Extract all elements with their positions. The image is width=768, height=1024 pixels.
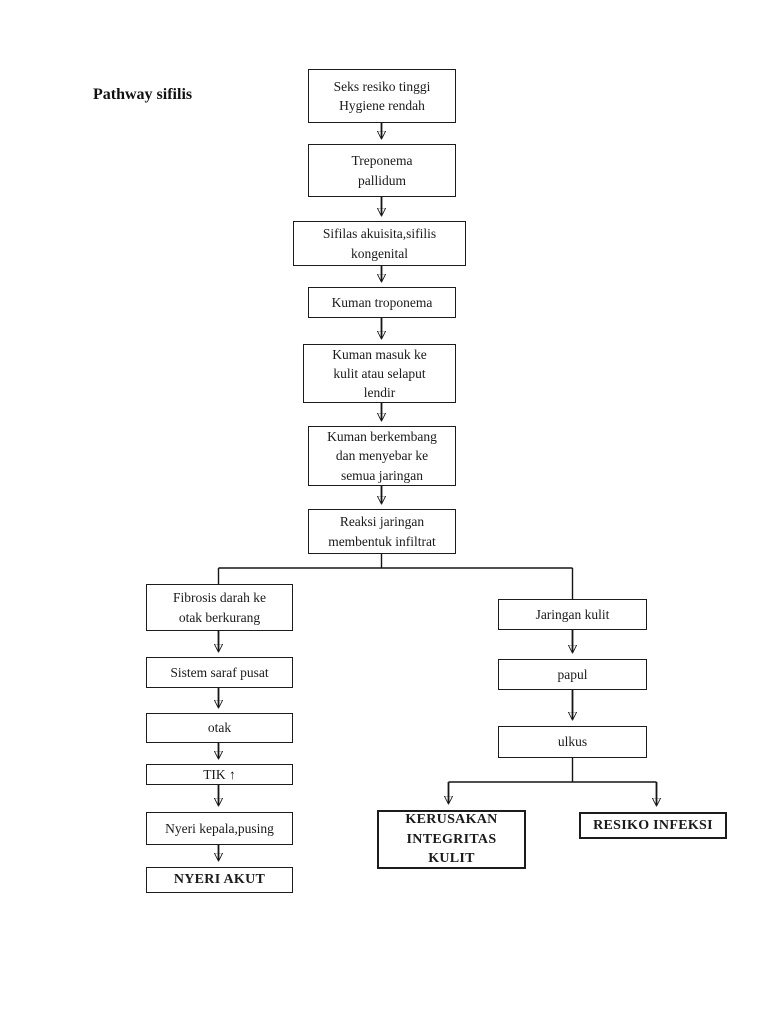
node-sistem-saraf-pusat: Sistem saraf pusat: [146, 657, 293, 688]
page-title: Pathway sifilis: [93, 86, 193, 103]
node-nyeri-kepala-pusing: Nyeri kepala,pusing: [146, 812, 293, 845]
node-treponema-pallidum: Treponema pallidum: [308, 144, 456, 197]
node-otak: otak: [146, 713, 293, 743]
node-resiko-infeksi: RESIKO INFEKSI: [579, 812, 727, 839]
node-nyeri-akut: NYERI AKUT: [146, 867, 293, 893]
node-kuman-masuk: Kuman masuk ke kulit atau selaput lendir: [303, 344, 456, 403]
node-kerusakan-integritas-kulit: KERUSAKAN INTEGRITAS KULIT: [377, 810, 526, 869]
split-connector-bottom: [448, 758, 657, 783]
node-jaringan-kulit: Jaringan kulit: [498, 599, 647, 630]
node-reaksi-jaringan: Reaksi jaringan membentuk infiltrat: [308, 509, 456, 554]
node-tik-meningkat: TIK ↑: [146, 764, 293, 785]
node-sifilas-akuisita: Sifilas akuisita,sifilis kongenital: [293, 221, 466, 266]
node-kuman-berkembang: Kuman berkembang dan menyebar ke semua j…: [308, 426, 456, 486]
node-kuman-troponema: Kuman troponema: [308, 287, 456, 318]
node-fibrosis-darah: Fibrosis darah ke otak berkurang: [146, 584, 293, 631]
node-papul: papul: [498, 659, 647, 690]
node-ulkus: ulkus: [498, 726, 647, 758]
node-seks-resiko-tinggi: Seks resiko tinggi Hygiene rendah: [308, 69, 456, 123]
